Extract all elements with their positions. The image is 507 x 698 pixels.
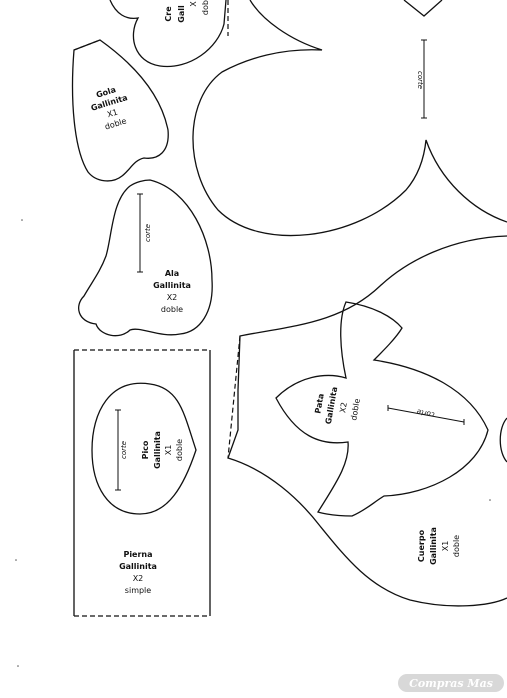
pata-name: Pata [313, 393, 325, 415]
cresta-name: Cre [164, 6, 173, 22]
pico-name2: Gallinita [153, 431, 162, 469]
paper-speck [17, 665, 19, 667]
pierna-qty: X2 [133, 574, 144, 583]
pico-name: Pico [141, 440, 150, 459]
piece-pico: corte Pico Gallinita X1 doble [91, 382, 197, 515]
pata-qty: X2 [338, 402, 349, 414]
pata-name2: Gallinita [324, 386, 339, 425]
cuerpo-qty: X1 [441, 541, 450, 552]
pata-cut-label: corte [416, 407, 435, 418]
paper-speck [21, 219, 23, 221]
cuerpo-right-fragment [499, 417, 507, 463]
pico-qty: X1 [164, 445, 173, 456]
top-diamond-fragment [403, 0, 443, 17]
paper-speck [489, 499, 491, 501]
cresta-name2: Gall [177, 5, 186, 23]
pata-outline [275, 301, 489, 517]
gola-mode: doble [104, 116, 128, 131]
ala-name: Ala [165, 269, 179, 278]
pierna-name: Pierna [123, 550, 152, 559]
pierna-mode: simple [125, 586, 151, 595]
piece-ala: corte Ala Gallinita X2 doble [78, 179, 213, 337]
cuerpo-outline [227, 235, 507, 607]
pico-mode: doble [175, 439, 184, 461]
cuerpo-name: Cuerpo [417, 529, 426, 562]
cuerpo-mode: doble [452, 535, 461, 557]
pata-cut-line [387, 407, 465, 423]
watermark-text: Compras Mas [409, 677, 493, 690]
watermark-logo: Compras Mas [398, 674, 504, 692]
piece-cresta: Cre Gall X doble [109, 0, 229, 68]
top-cut-label: corte [416, 71, 424, 89]
piece-top-right: corte [192, 0, 507, 237]
pierna-name2: Gallinita [119, 562, 157, 571]
ala-mode: doble [161, 305, 183, 314]
gola-fold-line [73, 39, 101, 51]
cresta-mode: doble [201, 0, 210, 15]
ala-name2: Gallinita [153, 281, 191, 290]
pico-cut-label: corte [120, 441, 128, 459]
ala-cut-label: corte [144, 224, 152, 242]
gola-qty: X1 [106, 108, 119, 120]
piece-pierna: Pierna Gallinita X2 simple [73, 349, 211, 617]
piece-pata: corte Pata Gallinita X2 doble [275, 301, 489, 517]
cuerpo-fold-line [227, 335, 241, 459]
pata-mode: doble [349, 398, 362, 421]
paper-speck [15, 559, 17, 561]
big-curved-piece-outline [192, 0, 507, 237]
cresta-outline [109, 0, 227, 68]
ala-outline [78, 179, 213, 337]
piece-gola: Gola Gallinita X1 doble [71, 39, 169, 182]
piece-cuerpo: Cuerpo Gallinita X1 doble [227, 235, 507, 607]
cresta-qty: X [189, 1, 198, 7]
pico-outline [91, 382, 197, 515]
cuerpo-name2: Gallinita [429, 527, 438, 565]
gola-outline [71, 39, 169, 182]
ala-qty: X2 [167, 293, 178, 302]
